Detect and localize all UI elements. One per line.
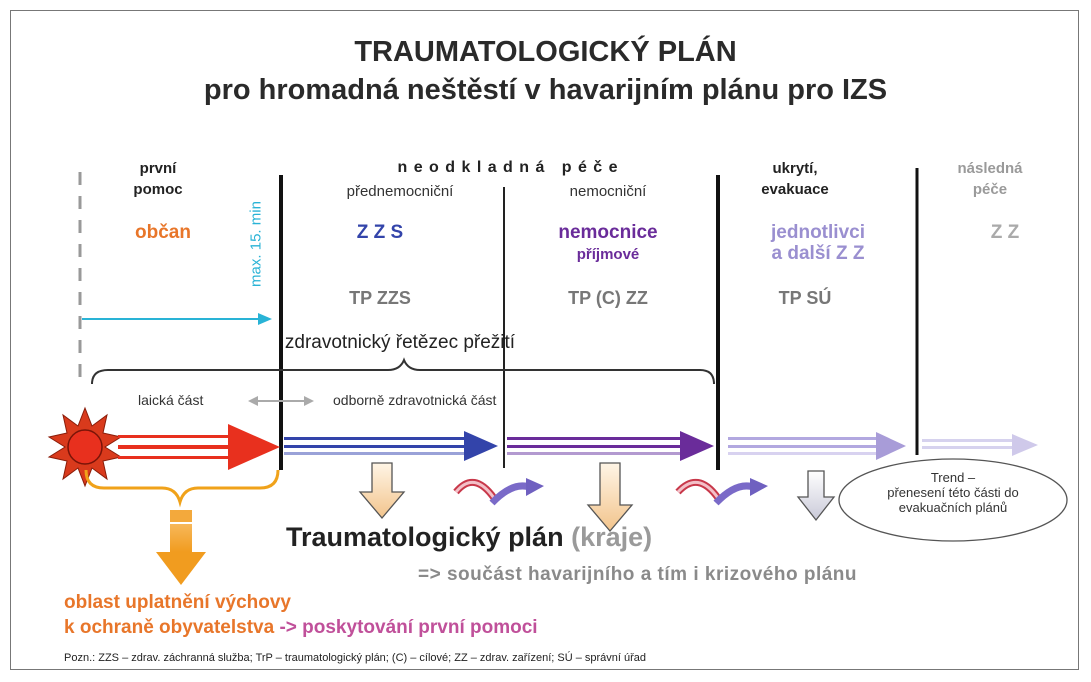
actor-zz: Z Z	[990, 222, 1020, 243]
chain-brace	[91, 357, 715, 385]
exchange-arrow-1	[453, 478, 544, 506]
down-arrow-2	[586, 462, 634, 533]
phase-neodkladna-pece: n e o d k l a d n á p é č e	[397, 159, 619, 176]
oblast-line-1: oblast uplatnění výchovy	[64, 592, 291, 613]
traumaplan-soucast: => součást havarijního a tím i krizového…	[418, 564, 858, 585]
pale-arrow	[922, 434, 1038, 456]
oblast-line-2-row: k ochraně obyvatelstva -> poskytování pr…	[64, 617, 538, 639]
lavender-arrow	[728, 432, 906, 460]
phase-ukryti-evakuace: ukrytí, evakuace	[761, 160, 829, 198]
oblast-poskytovani: poskytování první pomoci	[302, 617, 538, 638]
actor-jednotlivci: jednotlivci a další Z Z	[771, 222, 865, 264]
incident-star-icon	[47, 406, 123, 488]
footnote: Pozn.: ZZS – zdrav. záchranná služba; Tr…	[64, 652, 647, 664]
actor-zzs: Z Z S	[356, 222, 404, 243]
laicka-cast-label: laická část	[138, 392, 204, 408]
down-arrow-1	[358, 462, 406, 520]
blue-arrow	[284, 431, 498, 461]
trend-note: Trend – přenesení této části do evakuačn…	[887, 470, 1019, 515]
red-arrow	[118, 424, 280, 470]
traumaplan-kraje: (kraje)	[571, 522, 653, 552]
traumaplan-title: Traumatologický plán (kraje)	[286, 522, 652, 553]
odborne-cast-label: odborně zdravotnická část	[333, 392, 497, 408]
tp-c-zz: TP (C) ZZ	[568, 288, 648, 308]
diagram-frame	[10, 10, 1079, 670]
actor-obcan: občan	[135, 222, 191, 243]
tp-su: TP SÚ	[778, 288, 832, 308]
title-line-2: pro hromadná neštěstí v havarijním plánu…	[203, 74, 888, 106]
time-arrow-head	[258, 313, 272, 325]
phase-prednemocnicni: přednemocniční	[346, 183, 454, 200]
trend-ellipse	[838, 458, 1068, 542]
phase-prvni-pomoc: první pomoc	[133, 160, 183, 198]
purple-arrow	[507, 431, 714, 461]
title-line-1: TRAUMATOLOGICKÝ PLÁN	[354, 36, 737, 68]
chain-label: zdravotnický řetězec přežití	[284, 332, 516, 353]
down-arrow-3	[796, 470, 836, 522]
oblast-arrow: ->	[279, 617, 297, 638]
tp-zzs: TP ZZS	[349, 288, 411, 308]
phase-nasledna-pece: následná péče	[957, 160, 1023, 198]
exchange-arrow-2	[675, 478, 768, 506]
actor-nemocnice: nemocnice	[558, 222, 658, 243]
phase-nemocnicni: nemocniční	[569, 183, 647, 200]
traumaplan-main: Traumatologický plán	[286, 522, 564, 552]
actor-prijmove: příjmové	[576, 246, 640, 263]
orange-brace	[84, 469, 280, 508]
oblast-line-2: k ochraně obyvatelstva	[64, 617, 275, 638]
time-label: max. 15. min	[247, 201, 265, 287]
orange-down-arrow	[156, 510, 206, 585]
